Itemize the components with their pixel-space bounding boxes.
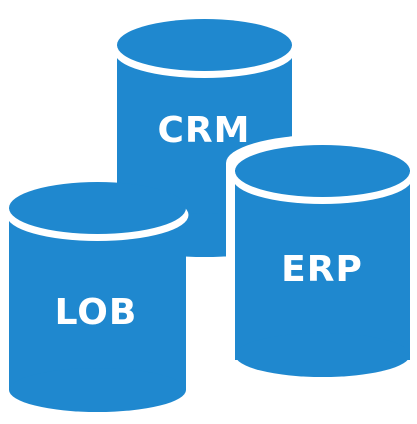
erp-database-icon: ERP: [226, 135, 417, 387]
crm-label: CRM: [158, 110, 251, 151]
lob-database-icon: LOB: [6, 182, 189, 412]
erp-label: ERP: [281, 249, 363, 290]
lob-label: LOB: [55, 292, 138, 333]
